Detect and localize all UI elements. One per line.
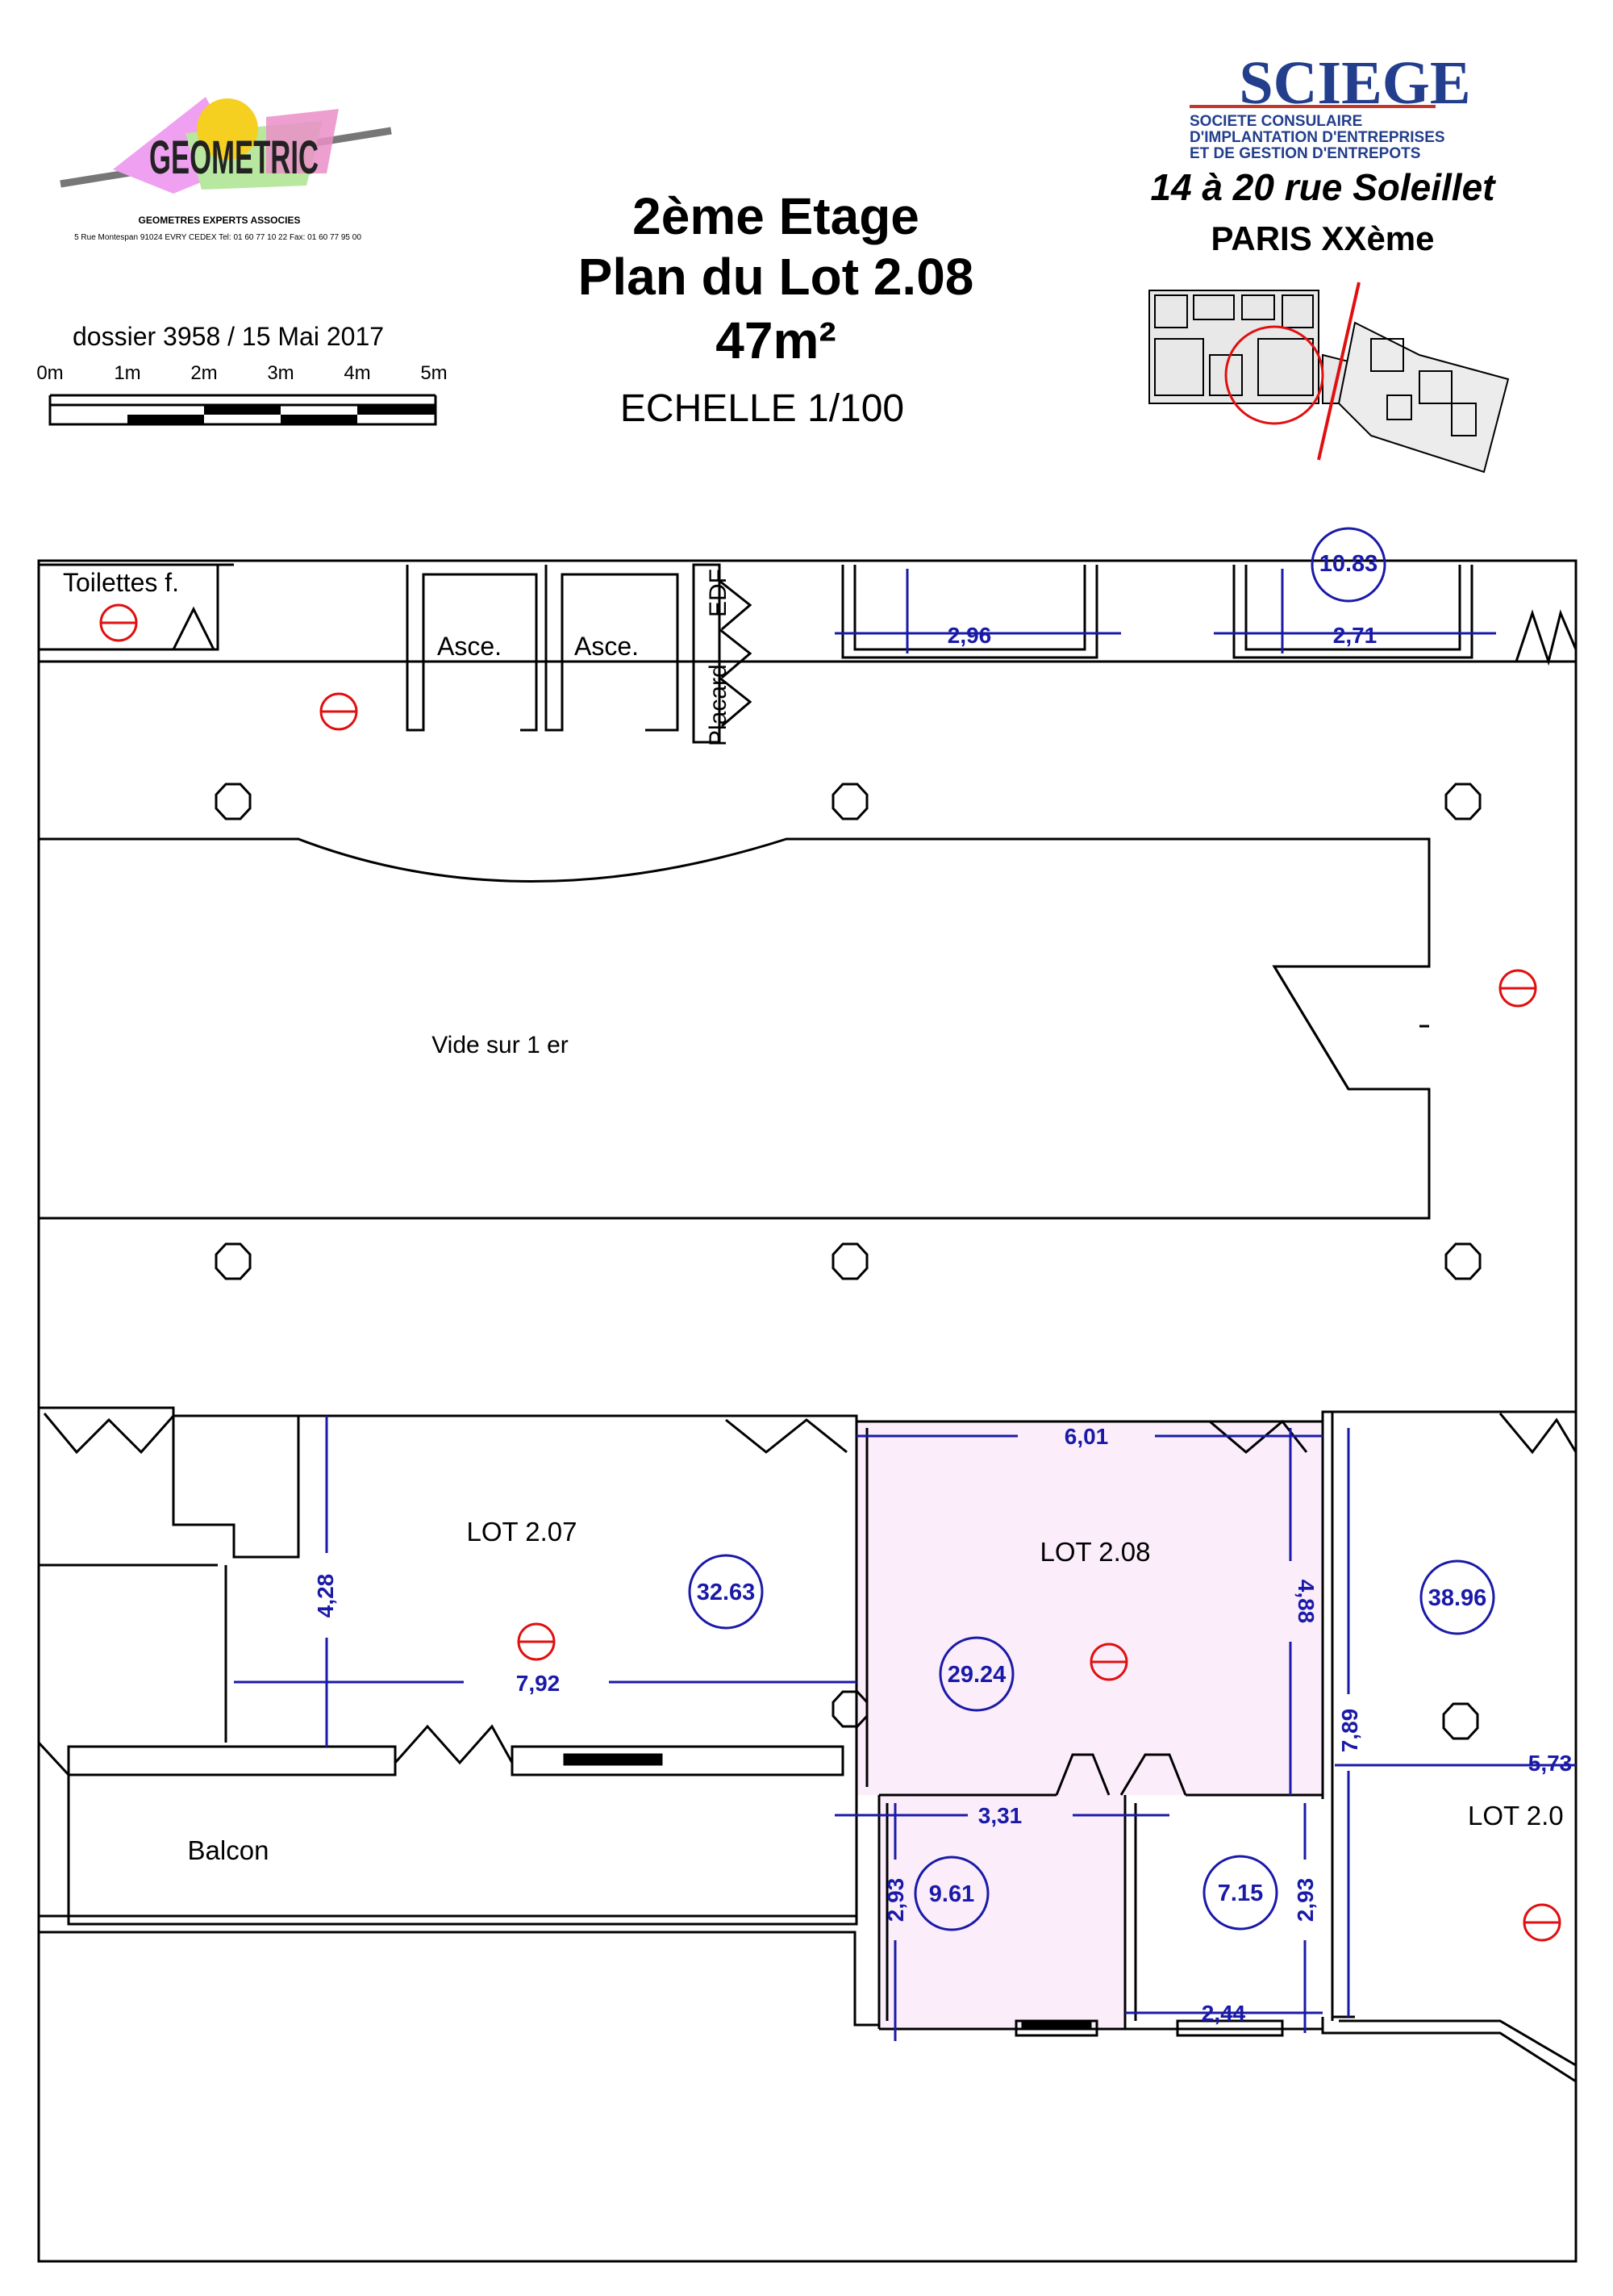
area-label-2924: 29.24: [948, 1662, 1007, 1688]
dossier-label: dossier 3958 / 15 Mai 2017: [73, 322, 384, 351]
room-label-lot-207: LOT 2.07: [467, 1517, 577, 1547]
dimension-601: 6,01: [1065, 1424, 1109, 1449]
dimension-792: 7,92: [516, 1671, 561, 1696]
scale-tick-1: 1m: [114, 362, 140, 384]
floor-title: 2ème Etage: [632, 187, 919, 245]
area-label-3896: 38.96: [1428, 1585, 1487, 1611]
room-label-toilettes: Toilettes f.: [63, 568, 179, 597]
dimension-293-b: 2,93: [1293, 1878, 1318, 1922]
scale-tick-2: 2m: [190, 362, 217, 384]
scale-tick-5: 5m: [420, 362, 447, 384]
sciege-line2: D'IMPLANTATION D'ENTREPRISES: [1190, 129, 1445, 146]
scale-tick-4: 4m: [344, 362, 370, 384]
dimension-244: 2,44: [1202, 2001, 1246, 2026]
dimension-296: 2,96: [948, 623, 992, 648]
room-label-placard: Placard: [705, 664, 731, 746]
area-label-1083: 10.83: [1319, 551, 1378, 577]
scale-tick-0: 0m: [36, 362, 63, 384]
dimension-789: 7,89: [1337, 1709, 1362, 1753]
level-markers: [99, 603, 1561, 1942]
scale-text: ECHELLE 1/100: [620, 387, 904, 430]
room-label-vide: Vide sur 1 er: [431, 1032, 569, 1058]
columns: [215, 783, 1482, 1740]
dimension-331: 3,31: [978, 1803, 1023, 1828]
dimension-488: 4,88: [1294, 1580, 1319, 1624]
dimension-573: 5,73: [1528, 1751, 1573, 1776]
dimension-293-a: 2,93: [883, 1878, 908, 1922]
area-title: 47m²: [715, 311, 836, 369]
room-label-asce-2: Asce.: [574, 632, 639, 661]
geometric-logo-subtitle: GEOMETRES EXPERTS ASSOCIES: [139, 215, 301, 226]
area-label-715: 7.15: [1218, 1881, 1263, 1906]
plan-title: Plan du Lot 2.08: [578, 248, 974, 306]
sciege-city: PARIS XXème: [1211, 219, 1435, 257]
geometric-logo: GEOMETRIC GEOMETRES EXPERTS ASSOCIES 5 R…: [60, 97, 392, 242]
scale-tick-3: 3m: [267, 362, 294, 384]
walls: [37, 563, 1578, 2083]
sciege-line1: SOCIETE CONSULAIRE: [1190, 113, 1362, 130]
room-label-lot-20x: LOT 2.0: [1468, 1801, 1564, 1831]
sciege-line3: ET DE GESTION D'ENTREPOTS: [1190, 145, 1420, 162]
lot-208-highlight: [857, 1421, 1323, 2029]
area-label-3263: 32.63: [697, 1580, 756, 1605]
geometric-logo-address: 5 Rue Montespan 91024 EVRY CEDEX Tel: 01…: [74, 233, 361, 242]
key-plan: [1148, 282, 1510, 474]
room-label-asce-1: Asce.: [437, 632, 502, 661]
dimension-271: 2,71: [1333, 623, 1378, 648]
room-label-balcon: Balcon: [188, 1835, 269, 1865]
room-label-lot-208: LOT 2.08: [1040, 1537, 1151, 1567]
scale-bar: 0m 1m 2m 3m 4m 5m: [36, 362, 448, 426]
area-label-961: 9.61: [929, 1881, 974, 1907]
sciege-address: 14 à 20 rue Soleillet: [1150, 166, 1496, 208]
sciege-logo: SCIEGE SOCIETE CONSULAIRE D'IMPLANTATION…: [1150, 49, 1496, 257]
dimension-428: 4,28: [313, 1574, 338, 1618]
room-label-edf: EDF: [705, 569, 731, 617]
geometric-logo-name: GEOMETRIC: [149, 131, 319, 184]
